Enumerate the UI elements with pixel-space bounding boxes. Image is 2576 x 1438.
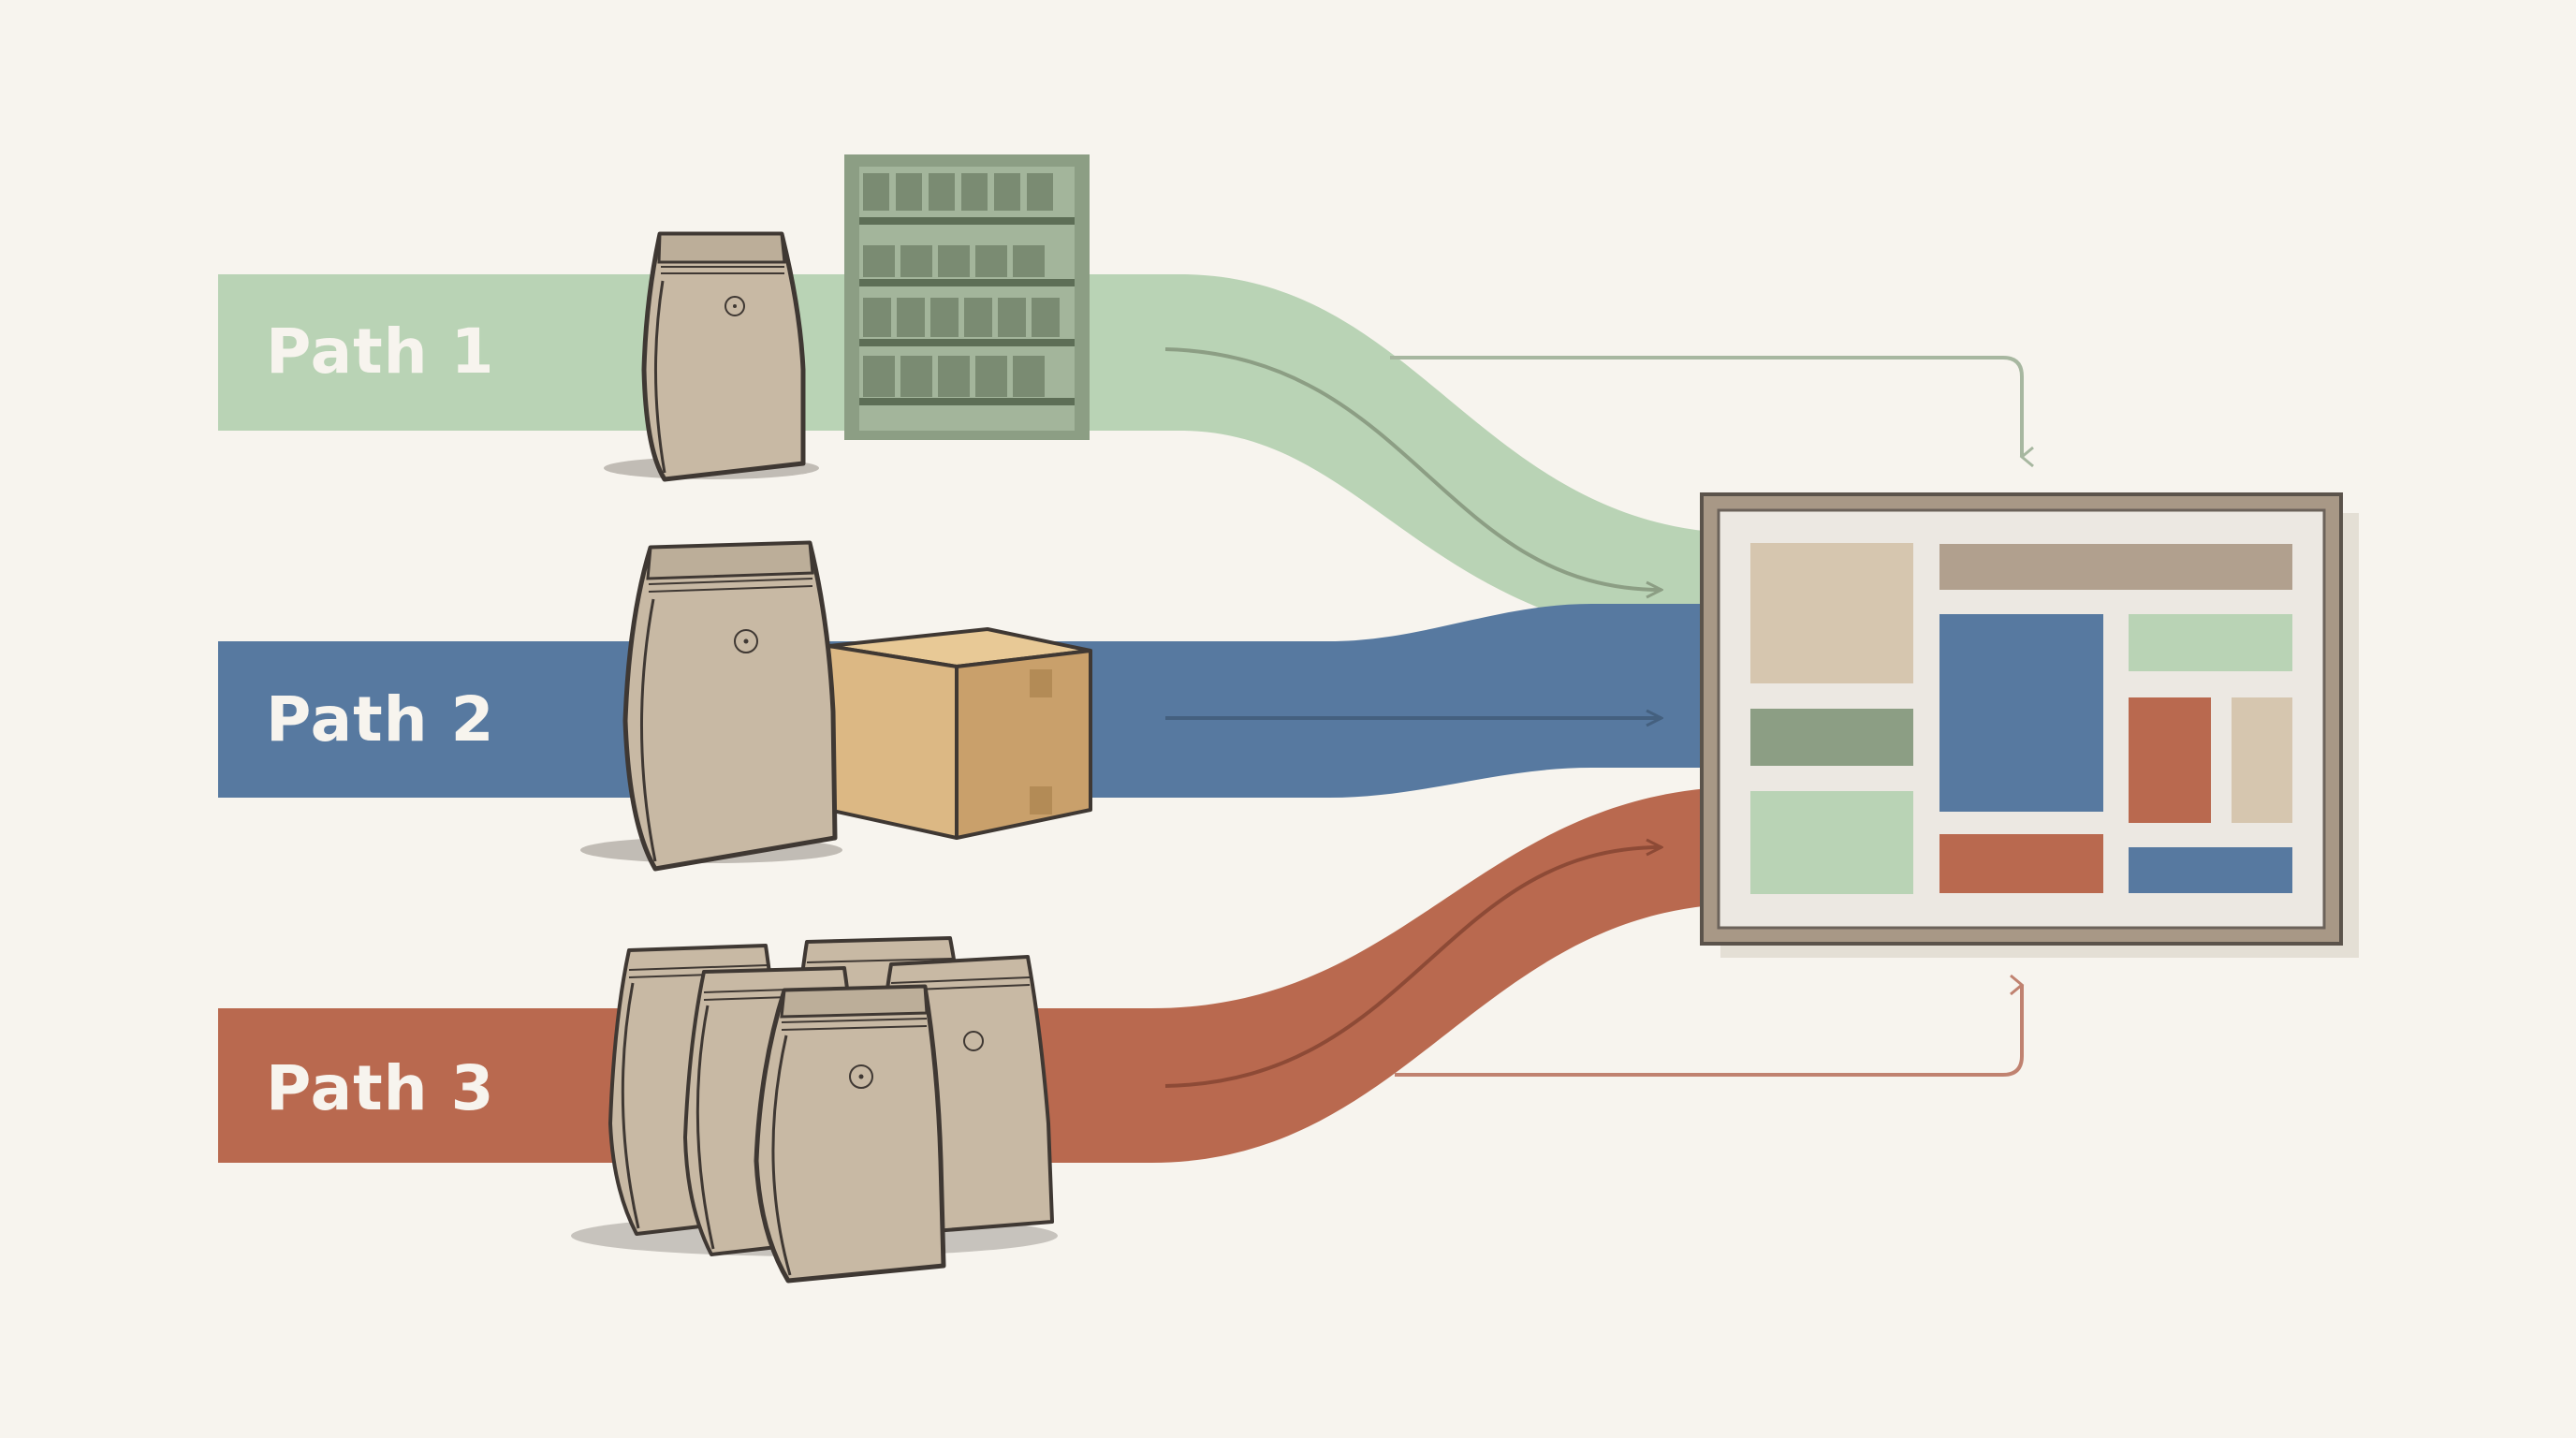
coffee-bags-group [571,936,1058,1284]
coffee-bag-icon [604,231,819,482]
path-band-1 [218,274,1750,646]
arrow-icon [1164,847,1661,1088]
path-3-label: Path 3 [266,1052,495,1124]
shipping-box-icon [827,627,1092,840]
retail-shelf-icon [844,154,1090,440]
arrow-icon [1390,356,2034,468]
coffee-bag-icon [754,984,946,1284]
path-band-3 [218,786,1750,1163]
arrow-icon [1164,347,1661,590]
coffee-bag-icon [580,540,842,872]
path-1-label: Path 1 [266,315,495,388]
arrow-icon [1395,974,2025,1077]
dashboard-icon [1700,492,2359,958]
path-2-label: Path 2 [266,683,495,756]
